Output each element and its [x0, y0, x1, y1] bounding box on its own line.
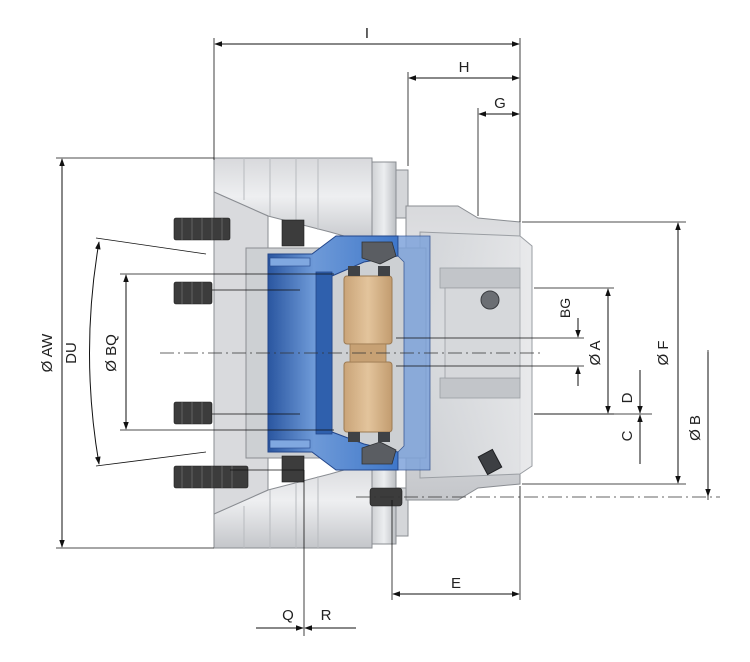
dimension-b: Ø B [687, 350, 711, 500]
label-du: DU [63, 342, 80, 364]
leader-lines [212, 289, 304, 471]
set-screw-icon [480, 290, 500, 310]
mounting-bolts [173, 217, 403, 507]
label-bg: BG [557, 298, 573, 318]
label-f: Ø F [655, 341, 672, 366]
label-g: G [494, 95, 506, 112]
dimension-aw: Ø AW [39, 157, 214, 549]
nose-cone [405, 205, 533, 501]
center-lines [160, 352, 720, 498]
dimension-du: DU [63, 237, 207, 467]
label-q: Q [282, 607, 294, 624]
dimension-e: E [391, 486, 521, 600]
dimension-q-r: Q R [256, 470, 356, 636]
dimension-f: Ø F [522, 221, 686, 485]
bolt-icon [173, 455, 305, 489]
label-r: R [321, 607, 332, 624]
dimension-g: G [477, 95, 520, 216]
bolt-icon [173, 401, 213, 425]
bolt-icon [173, 217, 305, 247]
dimensions: I H G Ø AW DU [39, 25, 711, 636]
bronze-jaw [343, 241, 397, 465]
label-c: C [619, 430, 636, 441]
label-b: Ø B [687, 415, 704, 441]
dimension-bq: Ø BQ [103, 273, 334, 431]
dimension-bg: BG [396, 298, 584, 386]
label-bq: Ø BQ [103, 334, 120, 372]
dimension-h: H [407, 59, 520, 166]
dimension-d-c: D C [534, 370, 652, 464]
set-screw-icon [477, 448, 503, 476]
label-h: H [459, 59, 470, 76]
seal-icon [348, 241, 397, 465]
bolt-icon [173, 281, 213, 305]
dimension-i: I [213, 25, 521, 222]
label-e: E [451, 575, 461, 592]
label-d: D [619, 392, 636, 403]
dimension-a: Ø A [534, 287, 614, 415]
label-aw: Ø AW [39, 333, 56, 372]
label-a: Ø A [587, 340, 604, 365]
label-i: I [365, 25, 369, 42]
